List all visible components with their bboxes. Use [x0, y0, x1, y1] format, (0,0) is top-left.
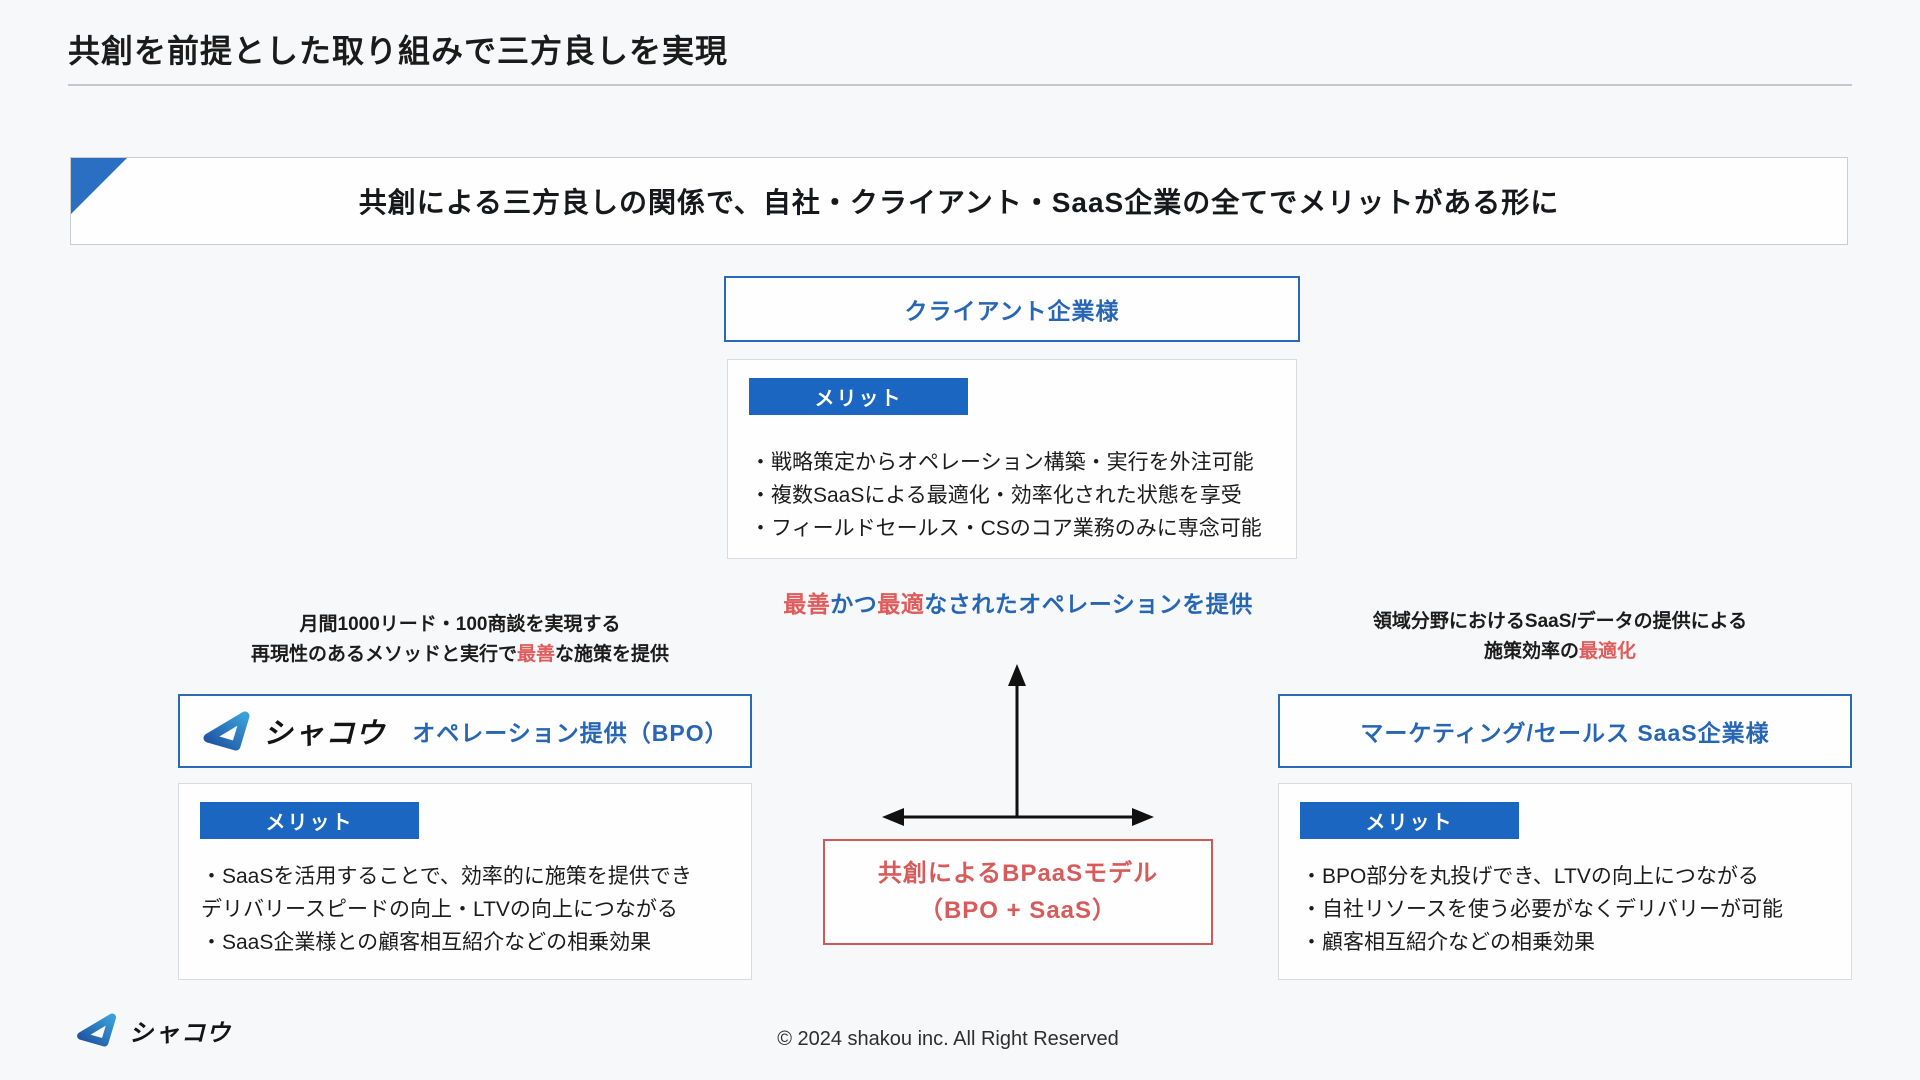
bpo-merit-badge: メリット [200, 802, 419, 839]
list-item: ・SaaSを活用することで、効率的に施策を提供でき [201, 865, 692, 888]
caption-highlight: 最適 [877, 591, 925, 617]
bpo-merit-list: ・SaaSを活用することで、効率的に施策を提供でき デリバリースピードの向上・L… [201, 860, 737, 959]
bpaas-model-box: 共創によるBPaaSモデル （BPO + SaaS） [823, 839, 1213, 945]
bpo-merit-label: メリット [265, 812, 354, 834]
client-merit-label: メリット [814, 388, 903, 410]
banner-corner-triangle [71, 158, 127, 214]
caption-text: かつ [830, 591, 878, 617]
footer-logo-icon [77, 1013, 117, 1047]
note-line: 施策効率の最適化 [1260, 637, 1860, 667]
list-item: ・SaaS企業様との顧客相互紹介などの相乗効果 [201, 931, 652, 954]
saas-merit-badge: メリット [1300, 802, 1519, 839]
bpo-merit-panel: メリット ・SaaSを活用することで、効率的に施策を提供でき デリバリースピード… [178, 783, 752, 980]
note-text: 再現性のあるメソッドと実行で [250, 644, 517, 665]
banner: 共創による三方良しの関係で、自社・クライアント・SaaS企業の全てでメリットがあ… [70, 157, 1848, 245]
list-item: ・顧客相互紹介などの相乗効果 [1301, 931, 1595, 954]
caption-highlight: 最善 [783, 591, 831, 617]
bpo-side-note: 月間1000リード・100商談を実現する 再現性のあるメソッドと実行で最善な施策… [160, 610, 760, 670]
bpaas-line: （BPO + SaaS） [918, 897, 1118, 924]
note-text: な施策を提供 [555, 644, 670, 665]
saas-merit-label: メリット [1365, 812, 1454, 834]
note-text: 施策効率の [1483, 641, 1579, 662]
copyright: © 2024 shakou inc. All Right Reserved [777, 1028, 1119, 1050]
client-merit-panel: メリット ・戦略策定からオペレーション構築・実行を外注可能 ・複数SaaSによる… [727, 359, 1297, 559]
note-highlight: 最適化 [1579, 641, 1637, 662]
shakou-logo-text: シャコウ [263, 718, 387, 750]
list-item: ・戦略策定からオペレーション構築・実行を外注可能 [750, 451, 1254, 474]
title-divider [68, 84, 1852, 86]
list-item: デリバリースピードの向上・LTVの向上につながる [201, 898, 678, 921]
client-company-title: クライアント企業様 [904, 298, 1120, 324]
provide-operation-caption: 最善かつ最適なされたオペレーションを提供 [710, 585, 1326, 619]
footer-logo-text: シャコウ [129, 1019, 233, 1047]
bpo-company-box: シャコウ オペレーション提供（BPO） [178, 694, 752, 768]
caption-text: なされたオペレーションを提供 [924, 591, 1253, 617]
client-merit-badge: メリット [749, 378, 968, 415]
note-line: 月間1000リード・100商談を実現する [299, 614, 621, 635]
footer-logo: シャコウ [75, 1012, 232, 1048]
client-merit-list: ・戦略策定からオペレーション構築・実行を外注可能 ・複数SaaSによる最適化・効… [750, 446, 1282, 545]
list-item: ・フィールドセールス・CSのコア業務のみに専念可能 [750, 517, 1262, 540]
saas-company-title: マーケティング/セールス SaaS企業様 [1360, 720, 1770, 746]
list-item: ・自社リソースを使う必要がなくデリバリーが可能 [1301, 898, 1783, 921]
saas-merit-list: ・BPO部分を丸投げでき、LTVの向上につながる ・自社リソースを使う必要がなく… [1301, 860, 1837, 959]
banner-text: 共創による三方良しの関係で、自社・クライアント・SaaS企業の全てでメリットがあ… [358, 187, 1560, 218]
saas-merit-panel: メリット ・BPO部分を丸投げでき、LTVの向上につながる ・自社リソースを使う… [1278, 783, 1852, 980]
note-line: 領域分野におけるSaaS/データの提供による [1372, 611, 1748, 632]
list-item: ・複数SaaSによる最適化・効率化された状態を享受 [750, 484, 1242, 507]
saas-company-box: マーケティング/セールス SaaS企業様 [1278, 694, 1852, 768]
note-line: 再現性のあるメソッドと実行で最善な施策を提供 [160, 640, 760, 670]
page-title: 共創を前提とした取り組みで三方良しを実現 [68, 33, 729, 69]
shakou-logo: シャコウ [201, 710, 386, 752]
three-way-arrow [882, 664, 1154, 826]
saas-side-note: 領域分野におけるSaaS/データの提供による 施策効率の最適化 [1260, 607, 1860, 667]
list-item: ・BPO部分を丸投げでき、LTVの向上につながる [1301, 865, 1759, 888]
bpaas-line: 共創によるBPaaSモデル [877, 860, 1159, 887]
bpo-company-title: オペレーション提供（BPO） [412, 720, 729, 746]
shakou-logo-icon [203, 711, 250, 751]
note-highlight: 最善 [516, 644, 555, 665]
client-company-box: クライアント企業様 [724, 276, 1300, 342]
